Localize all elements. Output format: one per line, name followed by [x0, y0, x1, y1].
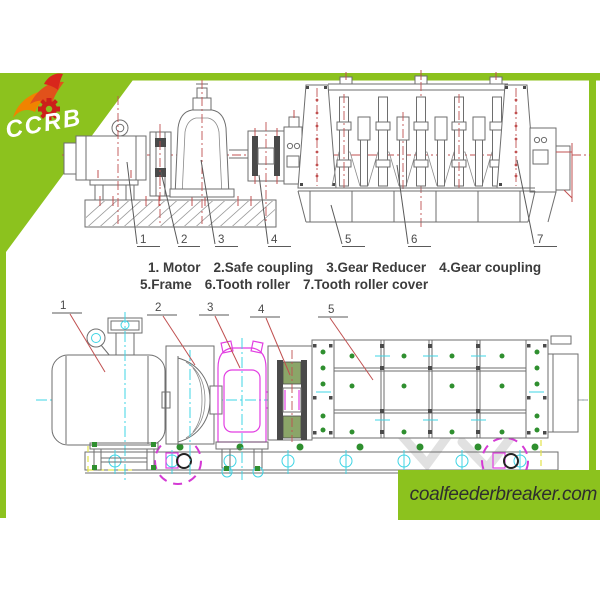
frame-decoration: CCRB [0, 73, 600, 518]
legend-item: 3.Gear Reducer [326, 260, 427, 275]
bottom-diagram: 1 2 3 4 5 [36, 300, 588, 485]
legend-row-1: 1. Motor 2.Safe coupling 3.Gear Reducer … [148, 260, 568, 276]
bottom-gear-reducer [215, 338, 280, 480]
short-teeth [357, 112, 486, 190]
callout-number: 1 [140, 234, 146, 246]
watermark-text: coalfeederbreaker.com [409, 484, 598, 505]
top-callouts: 1 2 3 4 5 6 7 [126, 159, 557, 247]
top-green-band [0, 73, 600, 81]
housing-bolts [349, 353, 505, 435]
watermark-bar: coalfeederbreaker.com [398, 470, 600, 520]
foundation-base [84, 196, 277, 228]
top-motor [63, 96, 147, 224]
callout-number: 5 [345, 234, 351, 246]
callout-number: 7 [537, 234, 543, 246]
ghost-watermark [397, 425, 517, 475]
anchor-bolts [176, 443, 539, 451]
legend-item: 5.Frame [140, 277, 192, 292]
legend-item: 4.Gear coupling [439, 260, 542, 275]
parts-legend: 1. Motor 2.Safe coupling 3.Gear Reducer … [140, 260, 568, 293]
callout-number: 3 [207, 302, 213, 314]
logo-corner-triangle [0, 80, 133, 518]
top-gear-reducer [169, 80, 248, 224]
top-roller-cover [529, 127, 573, 223]
tall-teeth [336, 94, 505, 190]
callout-number: 6 [411, 234, 417, 246]
callout-number: 1 [60, 300, 66, 312]
callout-number: 5 [328, 304, 334, 316]
top-diagram: 1 2 3 4 5 6 7 [62, 70, 590, 247]
bottom-housing [311, 335, 588, 439]
callout-number: 3 [218, 234, 224, 246]
callout-number: 4 [258, 304, 265, 316]
legend-item: 7.Tooth roller cover [303, 277, 429, 292]
legend-item: 2.Safe coupling [213, 260, 314, 275]
right-green-strip [589, 80, 596, 472]
legend-item: 6.Tooth roller [204, 277, 291, 292]
detail-circle-left [154, 437, 202, 485]
bottom-safe-coupling [161, 345, 223, 478]
callout-number: 4 [271, 234, 278, 246]
legend-item: 1. Motor [148, 260, 201, 275]
callout-number: 2 [155, 302, 161, 314]
top-crusher [283, 70, 573, 230]
top-frame [297, 187, 536, 223]
bottom-callouts: 1 2 3 4 5 [52, 300, 374, 381]
bottom-motor [51, 312, 166, 480]
top-safe-coupling [149, 124, 172, 224]
callout-number: 2 [181, 234, 187, 246]
legend-row-2: 5.Frame 6.Tooth roller 7.Tooth roller co… [140, 277, 568, 293]
bottom-gear-coupling [267, 345, 313, 442]
